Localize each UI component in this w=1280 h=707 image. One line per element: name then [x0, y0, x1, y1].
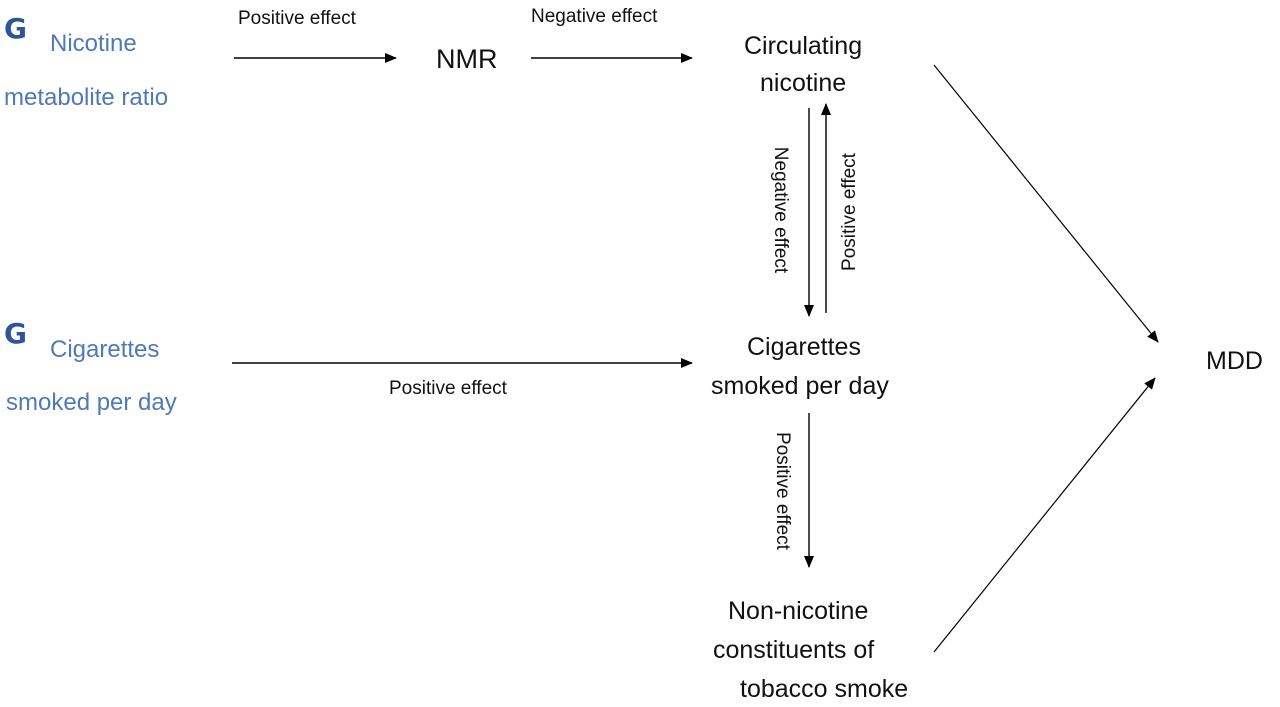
node-mdd: MDD [1206, 347, 1263, 375]
edge-label-g1-to-nmr: Positive effect [238, 8, 356, 29]
instrument-2-line-2: smoked per day [6, 389, 177, 416]
node-nonnicotine-line-1: Non-nicotine [728, 597, 869, 625]
genetic-marker-2: G [4, 317, 27, 350]
edge-label-circulating-to-cpd: Negative effect [770, 146, 791, 274]
edge-label-cpd-to-nonnicotine: Positive effect [772, 432, 793, 550]
instrument-1-line-2: metabolite ratio [4, 84, 169, 111]
node-circulating-line-2: nicotine [760, 69, 847, 97]
node-cpd-line-2: smoked per day [711, 372, 889, 400]
genetic-marker-1: G [4, 12, 27, 45]
edge-label-nmr-to-circulating: Negative effect [531, 6, 658, 27]
instrument-2-line-1: Cigarettes [50, 336, 160, 363]
arrow-circulating-to-mdd [933, 64, 1159, 343]
instrument-1-line-1: Nicotine [50, 30, 137, 57]
node-nonnicotine-line-2: constituents of [713, 636, 875, 664]
edge-label-g2-to-cpd: Positive effect [389, 378, 507, 399]
arrow-nonnicotine-to-mdd [933, 377, 1156, 653]
node-circulating-line-1: Circulating [744, 32, 863, 60]
node-nonnicotine-line-3: tobacco smoke [740, 675, 909, 703]
node-cpd-line-1: Cigarettes [747, 333, 861, 361]
edge-label-cpd-to-circulating: Positive effect [839, 153, 860, 271]
node-nmr: NMR [436, 44, 498, 74]
